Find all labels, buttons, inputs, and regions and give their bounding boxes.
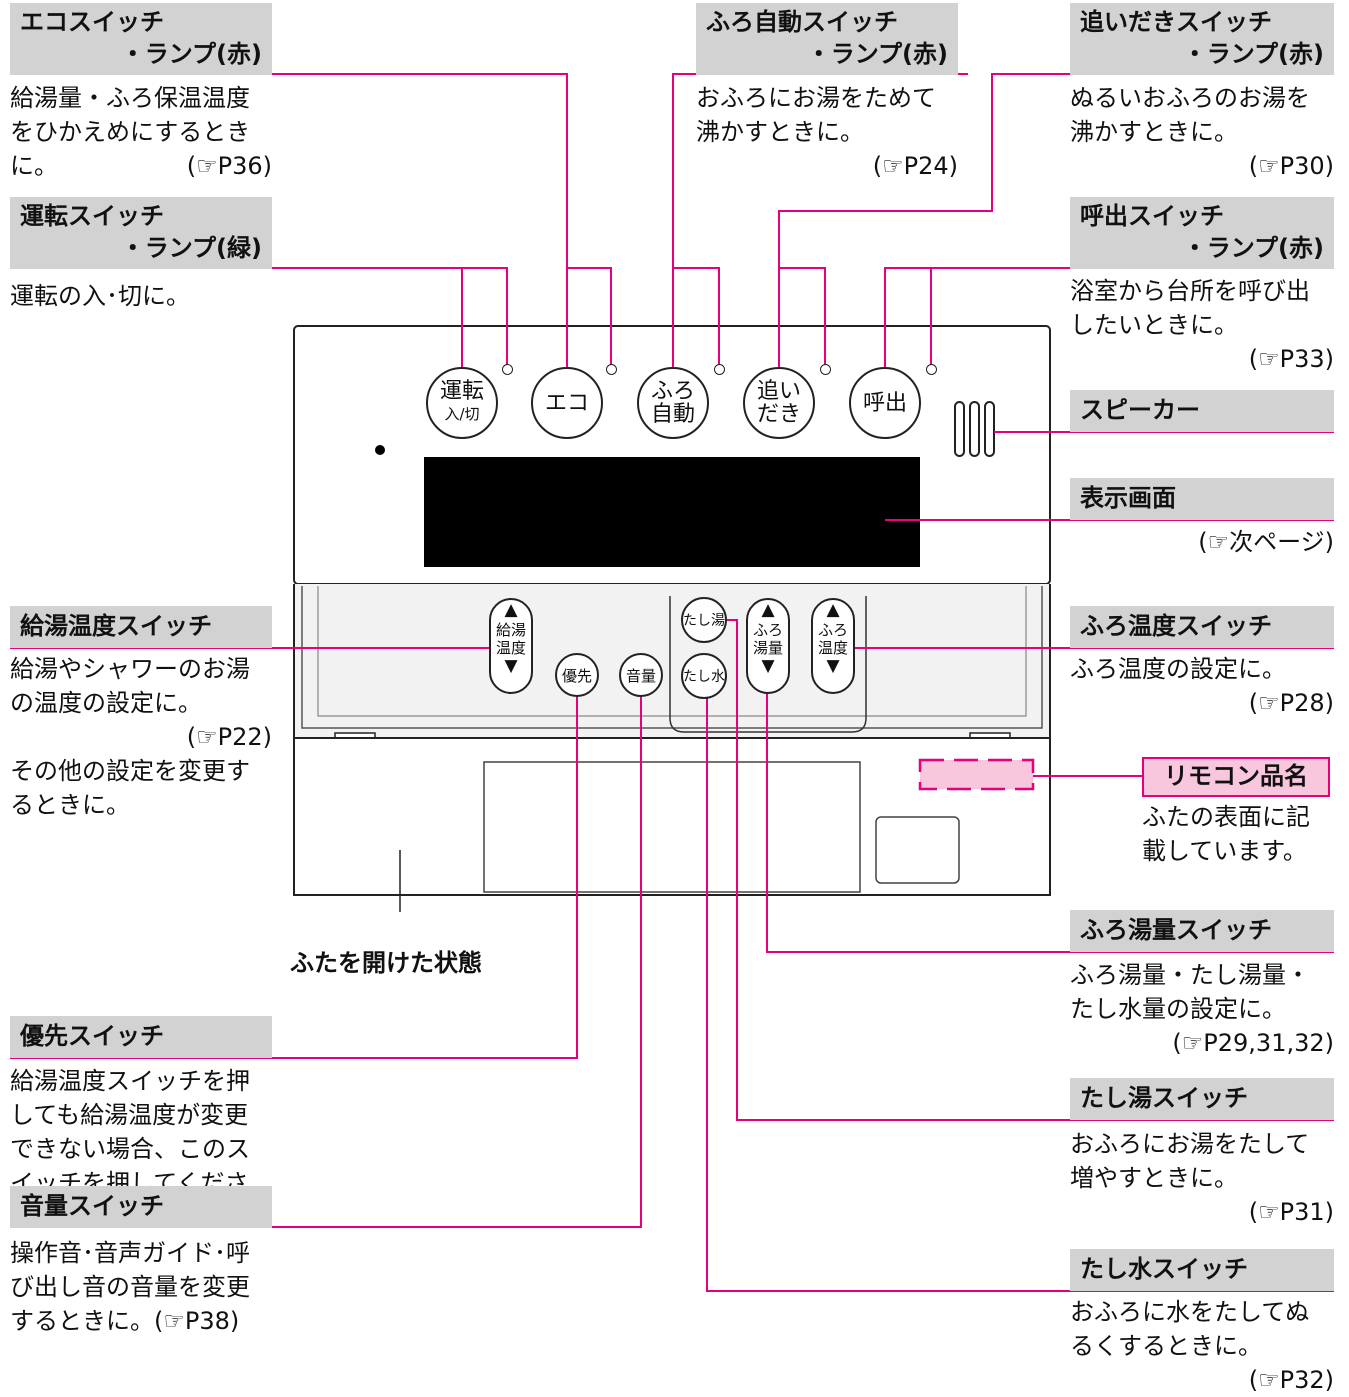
speaker-heading: スピーカー <box>1070 390 1334 432</box>
speaker-grille-icon <box>954 401 995 457</box>
bath-volume-desc: ふろ湯量・たし湯量・ たし水量の設定に。 (☞P29,31,32) <box>1070 961 1334 1057</box>
model-name-heading: リモコン品名 <box>1142 757 1330 797</box>
bath-volume-heading: ふろ湯量スイッチ <box>1070 910 1334 952</box>
bath-temp-desc: ふろ温度の設定に。 (☞P28) <box>1070 655 1334 717</box>
model-name-desc: ふたの表面に記 載しています。 <box>1142 803 1310 865</box>
up-arrow-icon[interactable]: ▲ <box>761 600 775 620</box>
reheat-button[interactable]: 追い だき <box>743 367 815 439</box>
bath-temp-heading: ふろ温度スイッチ <box>1070 606 1334 648</box>
model-name-area <box>918 758 1035 791</box>
up-arrow-icon[interactable]: ▲ <box>826 600 840 620</box>
water-temp-desc: 給湯やシャワーのお湯 の温度の設定に。 (☞P22) その他の設定を変更す ると… <box>10 655 272 819</box>
priority-heading: 優先スイッチ <box>10 1016 272 1058</box>
volume-heading: 音量スイッチ <box>10 1186 272 1228</box>
eco-switch-heading: エコスイッチ・ランプ(赤) <box>10 3 272 75</box>
volume-desc: 操作音･音声ガイド･呼 び出し音の音量を変更 するときに。(☞P38) <box>10 1239 250 1335</box>
water-temp-heading: 給湯温度スイッチ <box>10 606 272 648</box>
display-desc: (☞次ページ) <box>1198 528 1334 556</box>
reheat-heading: 追いだきスイッチ・ランプ(赤) <box>1070 3 1334 75</box>
reheat-lamp <box>820 364 831 375</box>
down-arrow-icon[interactable]: ▼ <box>826 656 840 676</box>
display-screen <box>424 457 920 567</box>
lid-window <box>483 761 861 893</box>
add-hot-button[interactable]: たし湯 <box>681 597 727 643</box>
auto-bath-desc: おふろにお湯をためて 沸かすときに。 (☞P24) <box>696 84 958 180</box>
auto-lamp <box>714 364 725 375</box>
call-heading: 呼出スイッチ・ランプ(赤) <box>1070 197 1334 269</box>
add-hot-heading: たし湯スイッチ <box>1070 1078 1334 1120</box>
eco-button[interactable]: エコ <box>531 367 603 439</box>
volume-button[interactable]: 音量 <box>619 653 663 697</box>
add-cold-button[interactable]: たし水 <box>681 653 727 699</box>
add-cold-desc: おふろに水をたしてぬ るくするときに。 (☞P32) <box>1070 1298 1334 1394</box>
auto-bath-button[interactable]: ふろ 自動 <box>637 367 709 439</box>
open-lid-caption: ふたを開けた状態 <box>290 949 482 977</box>
add-hot-desc: おふろにお湯をたして 増やすときに。 (☞P31) <box>1070 1130 1334 1226</box>
display-heading: 表示画面 <box>1070 478 1334 520</box>
bath-volume-switch[interactable]: ▲ ふろ 湯量 ▼ <box>746 598 790 694</box>
add-cold-heading: たし水スイッチ <box>1070 1249 1334 1291</box>
call-lamp <box>926 364 937 375</box>
water-temp-switch[interactable]: ▲ 給湯 温度 ▼ <box>489 598 533 694</box>
power-switch-heading: 運転スイッチ・ランプ(緑) <box>10 197 272 269</box>
auto-bath-heading: ふろ自動スイッチ・ランプ(赤) <box>696 3 958 75</box>
eco-lamp <box>606 364 617 375</box>
reheat-desc: ぬるいおふろのお湯を 沸かすときに。 (☞P30) <box>1070 84 1334 180</box>
eco-switch-desc: 給湯量・ふろ保温温度 をひかえめにするとき に。(☞P36) <box>10 84 272 180</box>
power-button[interactable]: 運転 入/切 <box>426 367 498 439</box>
power-switch-desc: 運転の入･切に。 <box>10 282 190 310</box>
call-button[interactable]: 呼出 <box>849 367 921 439</box>
lid-panel <box>293 584 1051 739</box>
down-arrow-icon[interactable]: ▼ <box>504 656 518 676</box>
call-desc: 浴室から台所を呼び出 したいときに。 (☞P33) <box>1070 277 1334 373</box>
priority-button[interactable]: 優先 <box>555 653 599 697</box>
sensor-dot <box>375 445 385 455</box>
down-arrow-icon[interactable]: ▼ <box>761 656 775 676</box>
power-lamp <box>502 364 513 375</box>
bath-temp-switch[interactable]: ▲ ふろ 温度 ▼ <box>811 598 855 694</box>
up-arrow-icon[interactable]: ▲ <box>504 600 518 620</box>
